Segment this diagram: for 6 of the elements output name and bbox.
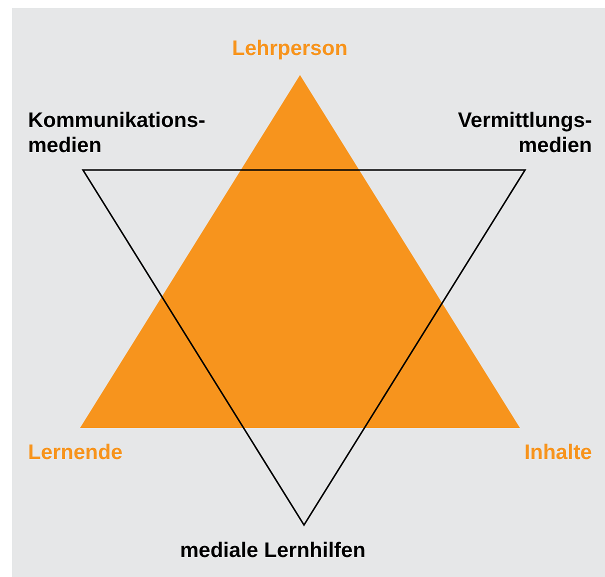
vertex-label: Lernende [28, 440, 124, 465]
vertex-label: Lehrperson [232, 36, 349, 61]
vertex-label: Inhalte [523, 440, 592, 465]
vertex-label: mediale Lernhilfen [180, 538, 367, 563]
vertex-label: Kommunikations- medien [28, 108, 206, 158]
vertex-label: Vermittlungs- medien [456, 108, 592, 158]
